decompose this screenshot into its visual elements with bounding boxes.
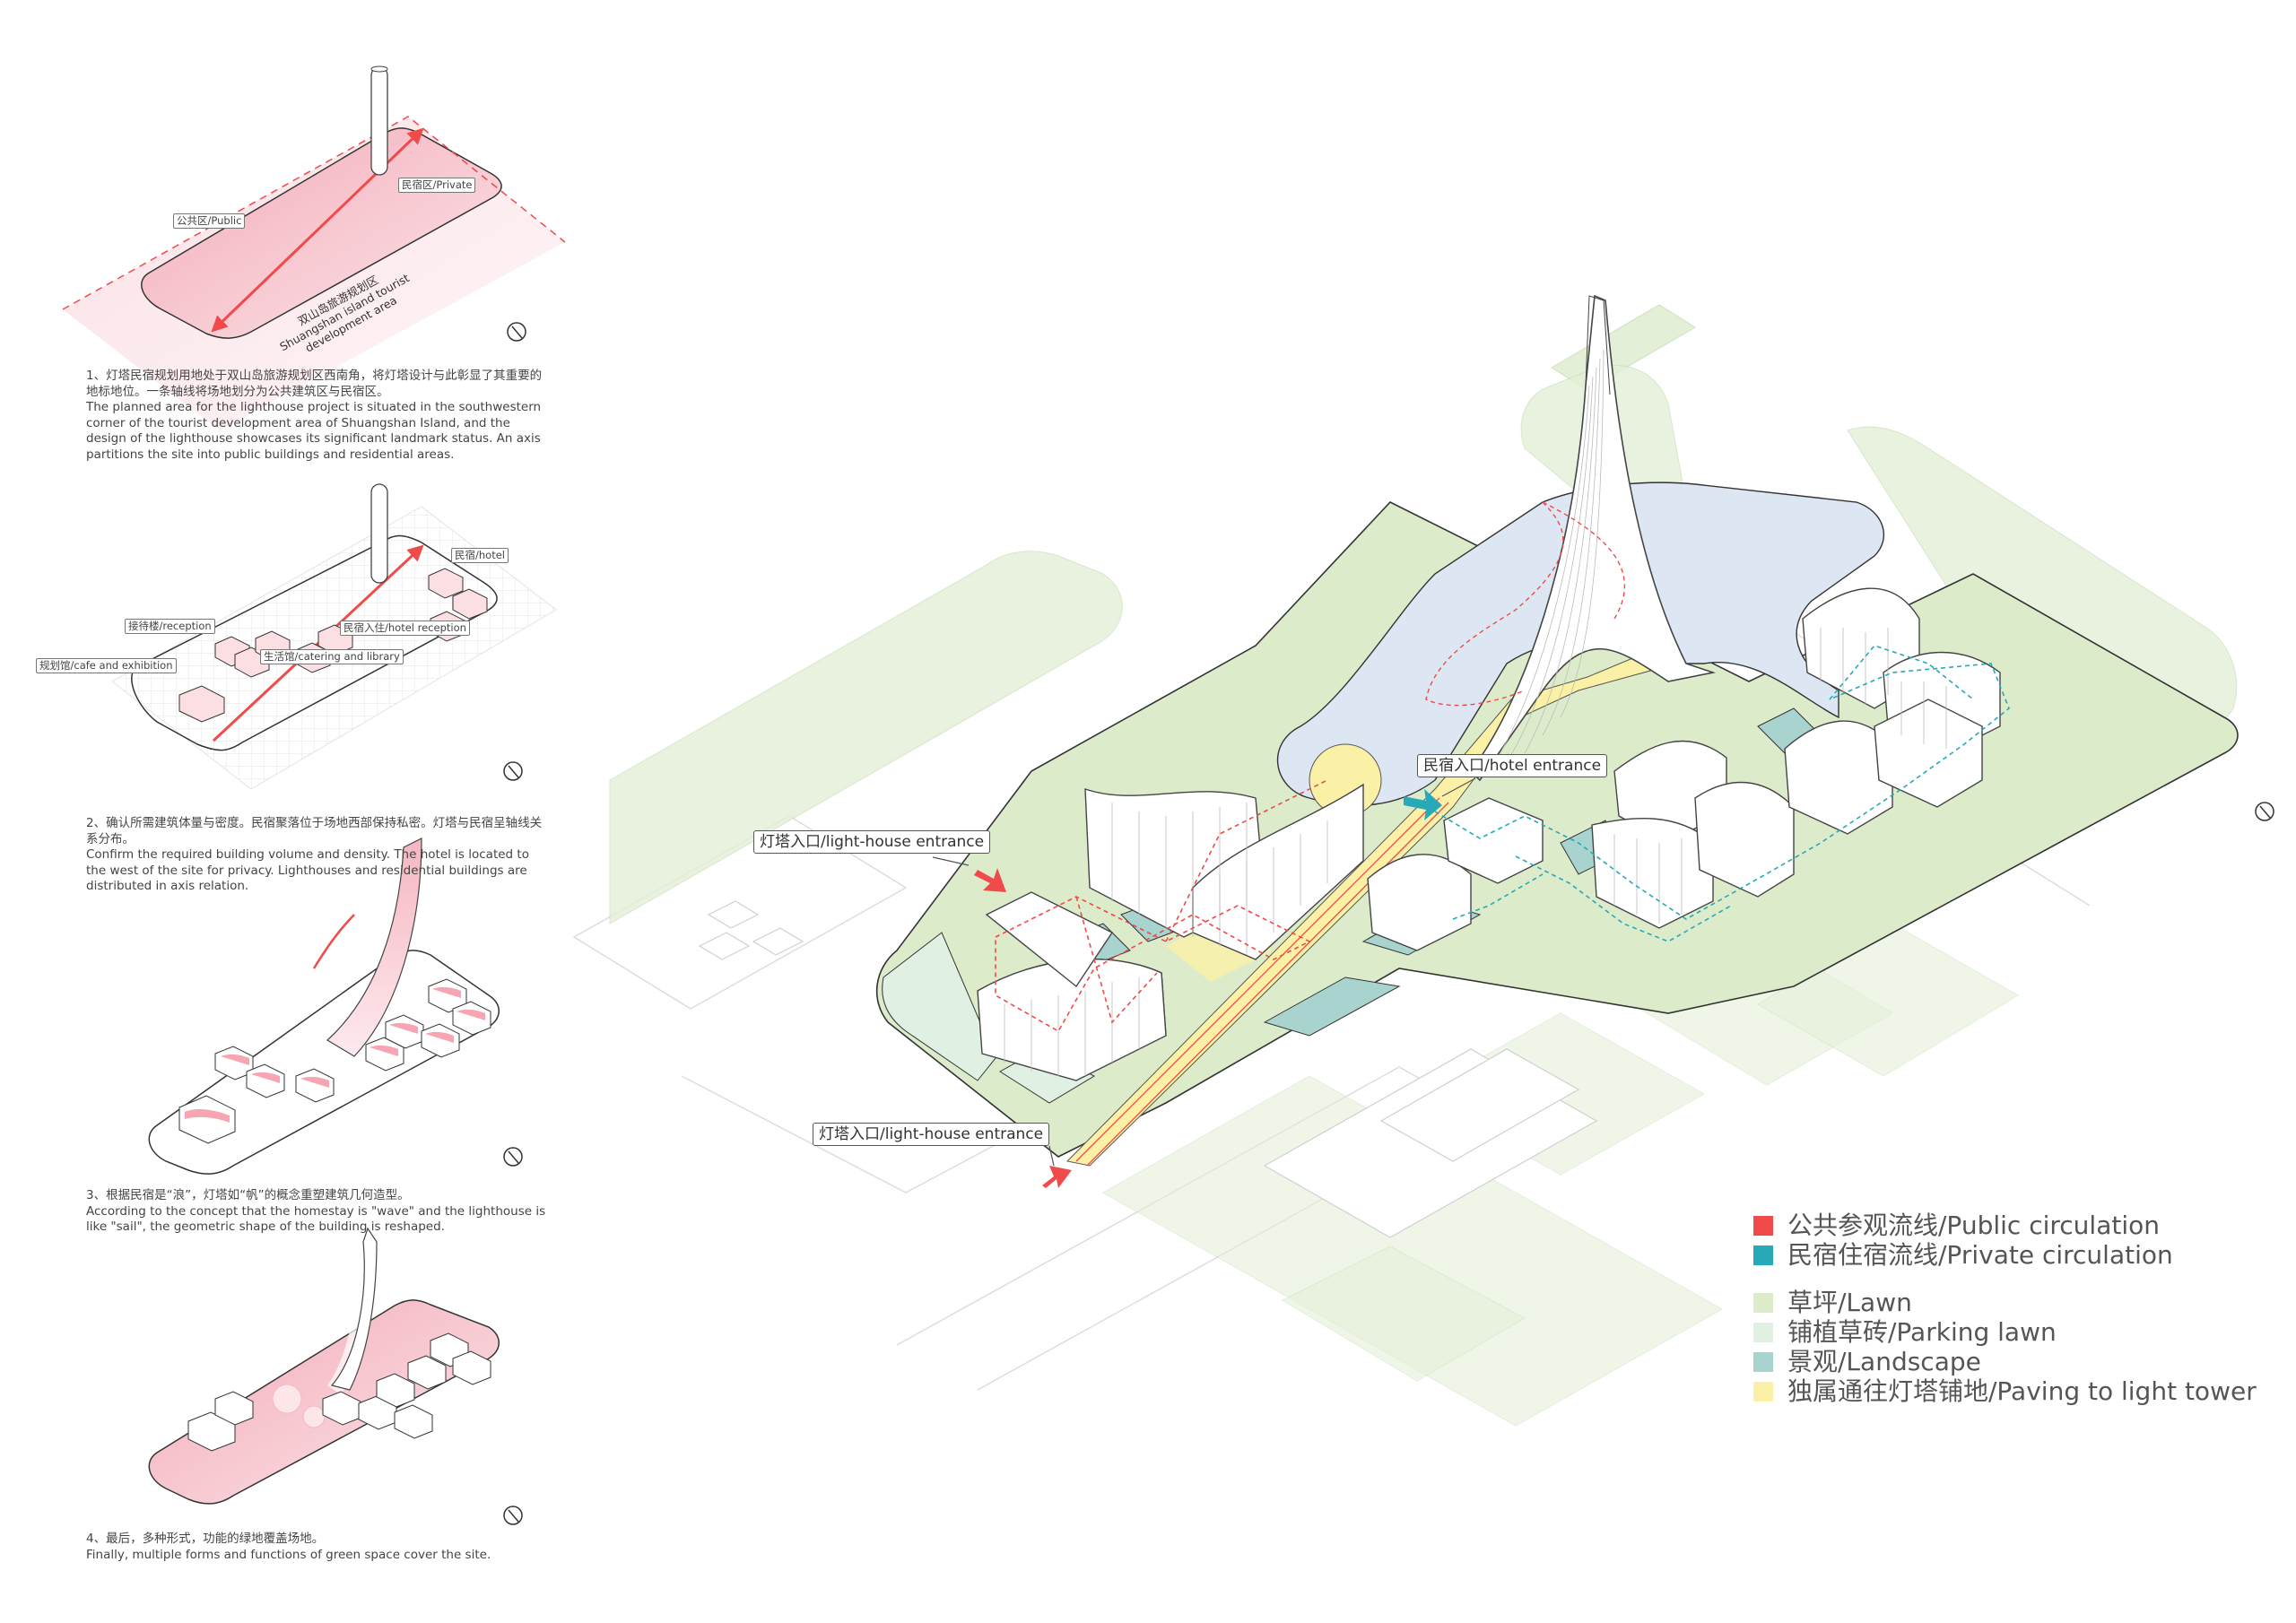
legend-swatch (1753, 1322, 1773, 1342)
step-1-text-en: The planned area for the lighthouse proj… (86, 400, 542, 462)
public-buildings (977, 783, 1364, 1081)
north-arrow-icon (503, 1147, 523, 1167)
legend-item-paving: 独属通往灯塔铺地/Paving to light tower (1753, 1376, 2257, 1406)
reception-label: 接待楼/reception (125, 619, 215, 634)
step-3-diagram (148, 838, 523, 1175)
step-3-text-en: According to the concept that the homest… (86, 1203, 546, 1235)
hotel-reception-label: 民宿入住/hotel reception (340, 621, 470, 636)
north-arrow-icon (507, 322, 526, 342)
public-zone-label: 公共区/Public (173, 213, 246, 229)
lighthouse-entrance-arrow-icon (974, 868, 1006, 892)
legend-swatch (1753, 1245, 1773, 1265)
hotel-label: 民宿/hotel (451, 548, 509, 563)
legend-swatch (1753, 1292, 1773, 1313)
hotel-entrance-callout: 民宿入口/hotel entrance (1417, 754, 1608, 777)
legend-item-public-circulation: 公共参观流线/Public circulation (1753, 1211, 2257, 1240)
step-1-text-cn: 1、灯塔民宿规划用地处于双山岛旅游规划区西南角，将灯塔设计与此彰显了其重要的地标… (86, 369, 543, 399)
legend-item-parking-lawn: 铺植草砖/Parking lawn (1753, 1317, 2257, 1347)
step-2-description: 2、确认所需建筑体量与密度。民宿聚落位于场地西部保持私密。灯塔与民宿呈轴线关系分… (86, 816, 552, 895)
step-1-description: 1、灯塔民宿规划用地处于双山岛旅游规划区西南角，将灯塔设计与此彰显了其重要的地标… (86, 369, 552, 463)
lighthouse-entrance-arrow-icon (1042, 1166, 1072, 1188)
step-2-text-en: Confirm the required building volume and… (86, 847, 529, 893)
north-arrow-icon (503, 1506, 523, 1525)
step-4-diagram (148, 1227, 523, 1525)
step-2-text-cn: 2、确认所需建筑体量与密度。民宿聚落位于场地西部保持私密。灯塔与民宿呈轴线关系分… (86, 816, 543, 846)
step-3-description: 3、根据民宿是“浪”，灯塔如“帆”的概念重塑建筑几何造型。 According … (86, 1188, 552, 1236)
lighthouse-entrance-callout-2: 灯塔入口/light-house entrance (813, 1123, 1050, 1146)
lighthouse-entrance-callout-1: 灯塔入口/light-house entrance (753, 830, 991, 854)
legend-swatch (1753, 1381, 1773, 1402)
legend-item-private-circulation: 民宿住宿流线/Private circulation (1753, 1240, 2257, 1270)
library-label: 生活馆/catering and library (260, 649, 404, 664)
north-arrow-icon (503, 761, 523, 781)
main-site-plan (572, 294, 2274, 1427)
legend-swatch (1753, 1215, 1773, 1236)
legend-item-lawn: 草坪/Lawn (1753, 1288, 2257, 1317)
step-4-text-cn: 4、最后，多种形式，功能的绿地覆盖场地。 (86, 1532, 325, 1546)
legend-item-landscape: 景观/Landscape (1753, 1347, 2257, 1376)
private-zone-label: 民宿区/Private (398, 178, 476, 193)
lighthouse-tower (1425, 294, 1717, 782)
step-4-description: 4、最后，多种形式，功能的绿地覆盖场地。 Finally, multiple f… (86, 1532, 552, 1563)
step-2-diagram (111, 483, 557, 790)
hotel-buildings (1367, 587, 2001, 951)
legend: 公共参观流线/Public circulation 民宿住宿流线/Private… (1753, 1211, 2257, 1406)
hotel-entrance-arrow-icon (1404, 789, 1442, 820)
exhibition-label: 规划馆/cafe and exhibition (36, 658, 177, 673)
step-4-text-en: Finally, multiple forms and functions of… (86, 1547, 491, 1562)
legend-swatch (1753, 1351, 1773, 1372)
north-arrow-icon (2255, 802, 2274, 821)
step-3-text-cn: 3、根据民宿是“浪”，灯塔如“帆”的概念重塑建筑几何造型。 (86, 1188, 410, 1202)
